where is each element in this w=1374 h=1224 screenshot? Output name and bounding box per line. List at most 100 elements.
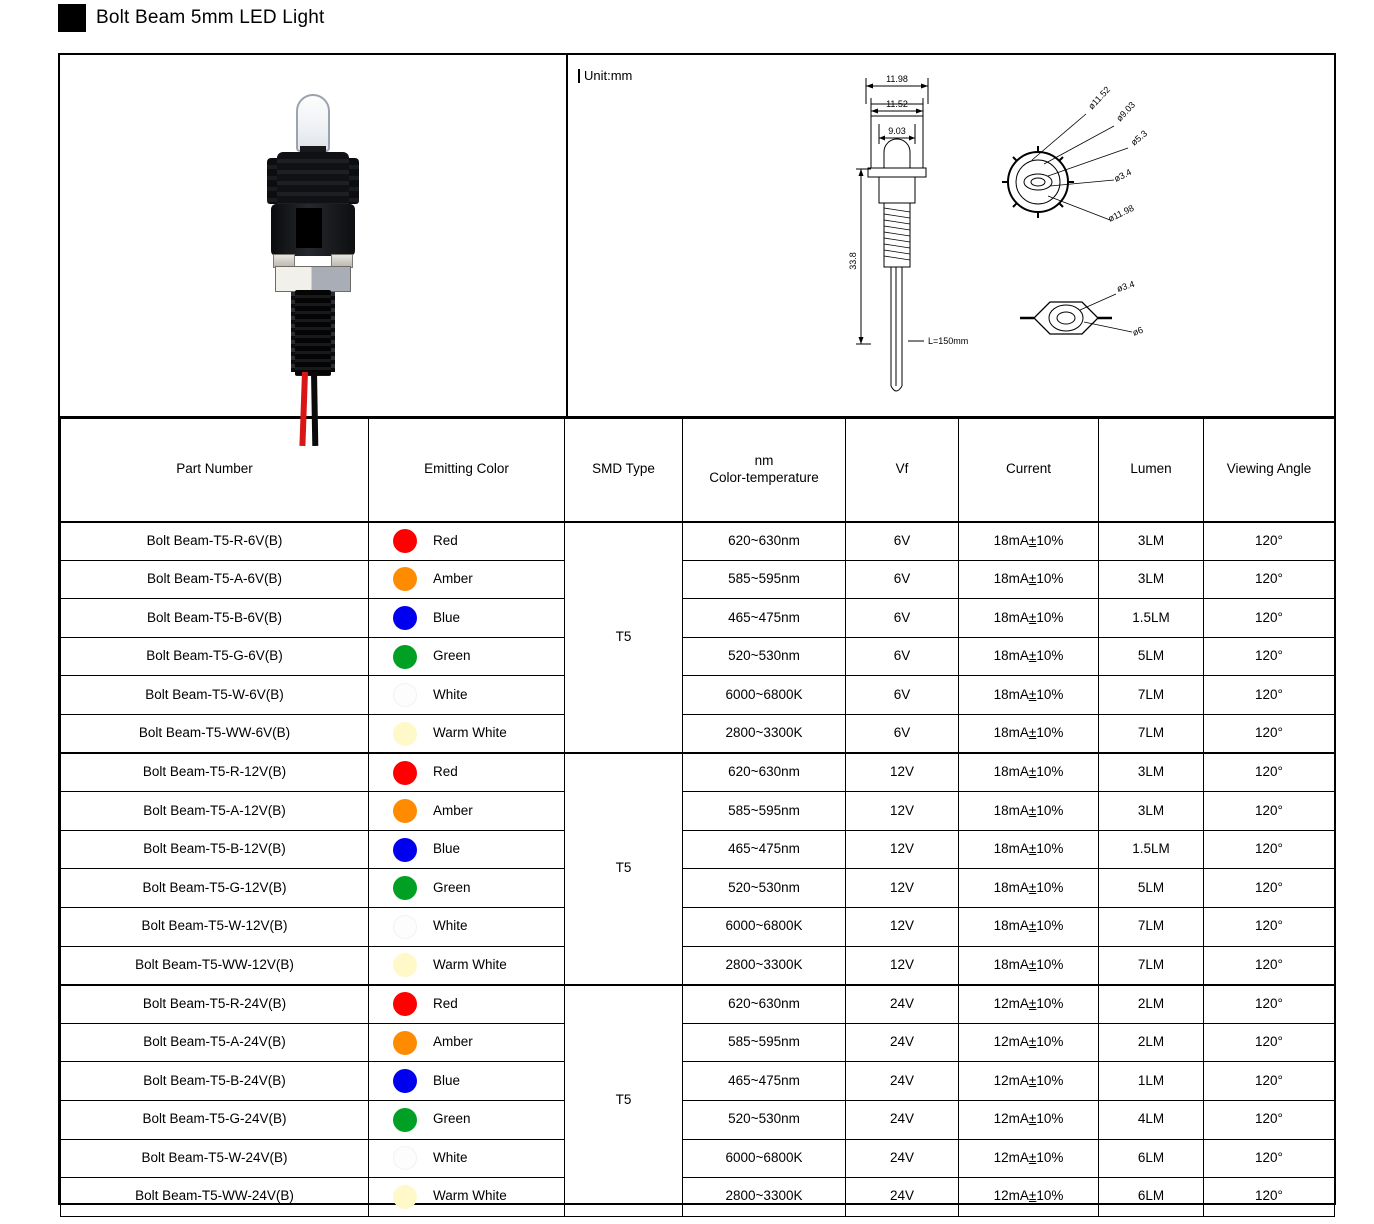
cell-wavelength: 6000~6800K [682,906,846,947]
content-frame: Unit:mm 11.98 [58,53,1336,1217]
current-value: 18mA [993,609,1029,625]
current-tolerance-sign: ± [1028,841,1037,857]
cell-vf: 24V [845,1022,959,1063]
cell-part-number: Bolt Beam-T5-A-12V(B) [60,791,369,831]
cell-lumen: 4LM [1098,1099,1204,1140]
technical-drawing-cell: Unit:mm 11.98 [568,55,1334,416]
cell-lumen: 7LM [1098,945,1204,986]
cell-vf: 12V [845,829,959,870]
cell-part-number: Bolt Beam-T5-B-6V(B) [60,598,369,638]
color-label: Green [433,879,471,895]
title-bullet-icon [58,4,86,32]
cell-viewing-angle: 120° [1203,1099,1335,1140]
cell-part-number: Bolt Beam-T5-A-24V(B) [60,1022,369,1063]
led-thread-edge-left [291,291,296,372]
cell-viewing-angle: 120° [1203,1138,1335,1179]
cell-smd-type: T5 [564,983,683,1217]
cell-emitting-color: Blue [368,829,565,870]
cell-viewing-angle: 120° [1203,983,1335,1024]
current-tolerance-sign: ± [1028,956,1037,972]
current-tolerance-sign: ± [1028,570,1037,586]
page-title-bar: Bolt Beam 5mm LED Light [0,0,1374,36]
cell-current: 12mA±10% [958,1022,1099,1063]
cell-current: 18mA±10% [958,752,1099,793]
led-lens-dome [296,93,330,152]
led-housing-notch [296,207,322,248]
cell-wavelength: 2800~3300K [682,1177,846,1217]
cell-emitting-color: Red [368,983,565,1024]
cell-wavelength: 465~475nm [682,1061,846,1101]
current-tolerance-value: 10% [1036,686,1064,702]
cell-viewing-angle: 120° [1203,675,1335,715]
current-value: 12mA [993,1072,1029,1088]
cell-emitting-color: Amber [368,1022,565,1063]
cell-vf: 24V [845,1099,959,1140]
cell-emitting-color: White [368,675,565,715]
current-value: 18mA [993,570,1029,586]
cell-viewing-angle: 120° [1203,559,1335,600]
cell-emitting-color: Red [368,752,565,793]
cell-emitting-color: Blue [368,1061,565,1101]
color-swatch-icon [393,1107,417,1132]
cell-current: 18mA±10% [958,559,1099,600]
color-label: Warm White [433,725,507,741]
cell-part-number: Bolt Beam-T5-R-6V(B) [60,521,369,561]
cell-viewing-angle: 120° [1203,791,1335,831]
cell-emitting-color: Red [368,521,565,561]
color-swatch-icon [393,760,417,785]
current-tolerance-sign: ± [1028,1149,1037,1165]
cell-wavelength: 2800~3300K [682,713,846,754]
current-tolerance-value: 10% [1036,841,1064,857]
cell-vf: 6V [845,521,959,561]
color-swatch-icon [393,1069,417,1094]
column-header-smd-type: SMD Type [564,418,683,523]
color-label: Blue [433,1072,461,1088]
cell-current: 18mA±10% [958,521,1099,561]
cell-emitting-color: Amber [368,559,565,600]
cell-viewing-angle: 120° [1203,1177,1335,1217]
current-tolerance-value: 10% [1036,802,1064,818]
led-wire-black [311,371,319,446]
callout-front-4: ø3.4 [1112,167,1133,184]
current-tolerance-value: 10% [1036,570,1064,586]
cell-wavelength: 585~595nm [682,1022,846,1063]
led-hex-nut [275,265,351,292]
color-swatch-icon [393,914,417,939]
cell-part-number: Bolt Beam-T5-WW-12V(B) [60,945,369,986]
cell-current: 18mA±10% [958,791,1099,831]
callout-front-3: ø5.3 [1129,128,1149,147]
cell-emitting-color: Green [368,868,565,908]
cell-emitting-color: Warm White [368,945,565,986]
cell-current: 12mA±10% [958,983,1099,1024]
color-swatch-icon [393,1146,417,1171]
color-label: Amber [433,802,473,818]
cell-vf: 12V [845,868,959,908]
cell-part-number: Bolt Beam-T5-WW-6V(B) [60,713,369,754]
led-product-photo [243,86,383,446]
current-tolerance-sign: ± [1028,802,1037,818]
cell-emitting-color: Green [368,636,565,677]
cell-part-number: Bolt Beam-T5-W-12V(B) [60,906,369,947]
color-swatch-icon [393,605,417,630]
cell-emitting-color: Amber [368,791,565,831]
cell-viewing-angle: 120° [1203,521,1335,561]
cell-vf: 12V [845,945,959,986]
current-tolerance-sign: ± [1028,1034,1037,1050]
cell-vf: 24V [845,1138,959,1179]
cell-wavelength: 6000~6800K [682,1138,846,1179]
current-value: 18mA [993,879,1029,895]
color-swatch-icon [393,953,417,978]
page-title: Bolt Beam 5mm LED Light [96,7,325,28]
cell-part-number: Bolt Beam-T5-G-24V(B) [60,1099,369,1140]
cell-lumen: 7LM [1098,713,1204,754]
cell-current: 18mA±10% [958,675,1099,715]
current-tolerance-value: 10% [1036,879,1064,895]
cell-emitting-color: Blue [368,598,565,638]
